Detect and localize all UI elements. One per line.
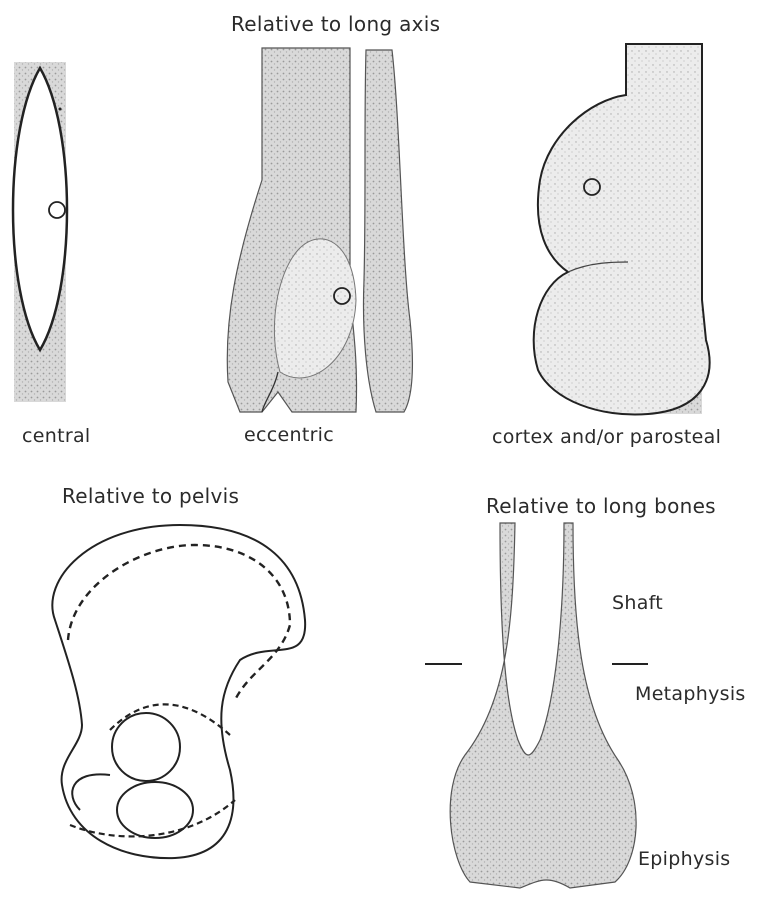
label-metaphysis: Metaphysis [635,683,746,705]
caption-eccentric: eccentric [244,424,334,446]
caption-cortex-parosteal: cortex and/or parosteal [492,426,721,448]
eccentric-lesion-diagram [227,48,412,412]
heading-long-axis: Relative to long axis [231,12,440,36]
pelvis-diagram [52,525,305,858]
heading-long-bones: Relative to long bones [486,494,716,518]
caption-central: central [22,425,90,447]
label-shaft: Shaft [612,592,663,614]
label-epiphysis: Epiphysis [638,848,730,870]
long-bone-diagram [425,523,648,888]
central-lesion-diagram [13,62,67,402]
cortex-parosteal-lesion-diagram [534,44,710,415]
heading-pelvis: Relative to pelvis [62,484,239,508]
